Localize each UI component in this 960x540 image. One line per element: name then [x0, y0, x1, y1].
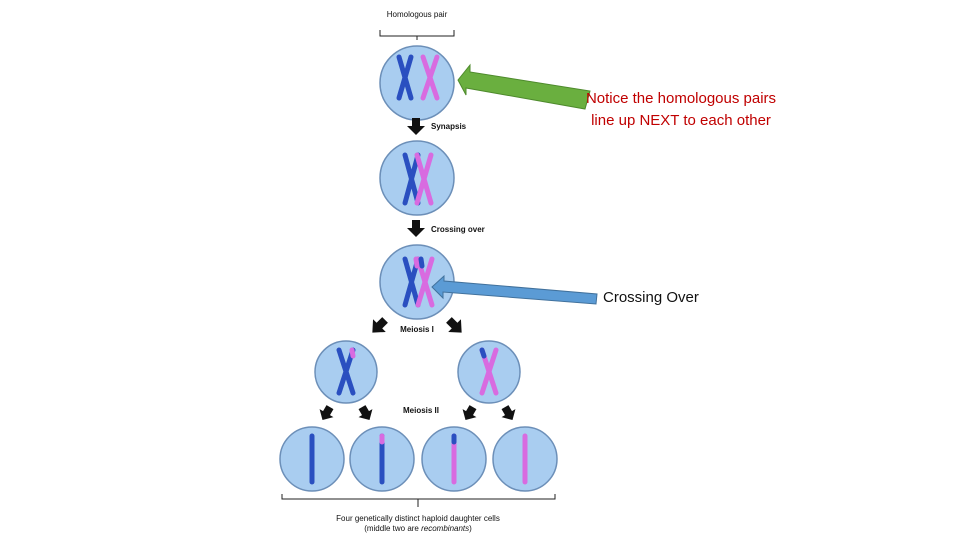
down-arrow-synapsis: [407, 118, 425, 135]
blue-chromosome: [396, 54, 414, 101]
daughter-cell-3: [421, 426, 487, 492]
caption-suffix: ): [469, 524, 472, 533]
homologous-pair-label: Homologous pair: [386, 10, 448, 19]
daughter-caption-line-2: (middle two are recombinants): [336, 524, 500, 534]
daughter-cell-4: [492, 426, 558, 492]
daughter-cells-bracket: [281, 494, 556, 507]
daughter-cell-1: [279, 426, 345, 492]
caption-prefix: (middle two are: [364, 524, 422, 533]
cell-crossing-over: [379, 244, 455, 320]
daughter-caption-line-1: Four genetically distinct haploid daught…: [336, 514, 500, 523]
green-callout-arrow: [457, 63, 591, 110]
blue-callout-arrow: [431, 274, 598, 305]
meiosis-2-arrows: [319, 405, 516, 421]
meiosis-1-label: Meiosis I: [400, 325, 434, 334]
cell-meiosis-1-left: [314, 340, 378, 404]
crossing-over-note: Crossing Over: [603, 289, 699, 306]
daughter-cells-caption: Four genetically distinct haploid daught…: [336, 514, 500, 534]
crossing-over-label: Crossing over: [431, 225, 485, 234]
synapsis-label: Synapsis: [431, 122, 467, 131]
cell-synapsis: [379, 140, 455, 216]
meiosis-1-arrows: [372, 317, 462, 333]
meiosis-2-label: Meiosis II: [402, 406, 440, 415]
daughter-cell-2: [349, 426, 415, 492]
homologous-note: Notice the homologous pairs line up NEXT…: [585, 90, 777, 129]
caption-emphasis: recombinants: [421, 524, 470, 533]
pink-chromosome: [420, 54, 440, 101]
cell-meiosis-1-right: [457, 340, 521, 404]
homologous-pair-bracket: [379, 30, 455, 40]
down-arrow-crossing: [407, 220, 425, 237]
cell-homologous-pair: [379, 45, 455, 121]
